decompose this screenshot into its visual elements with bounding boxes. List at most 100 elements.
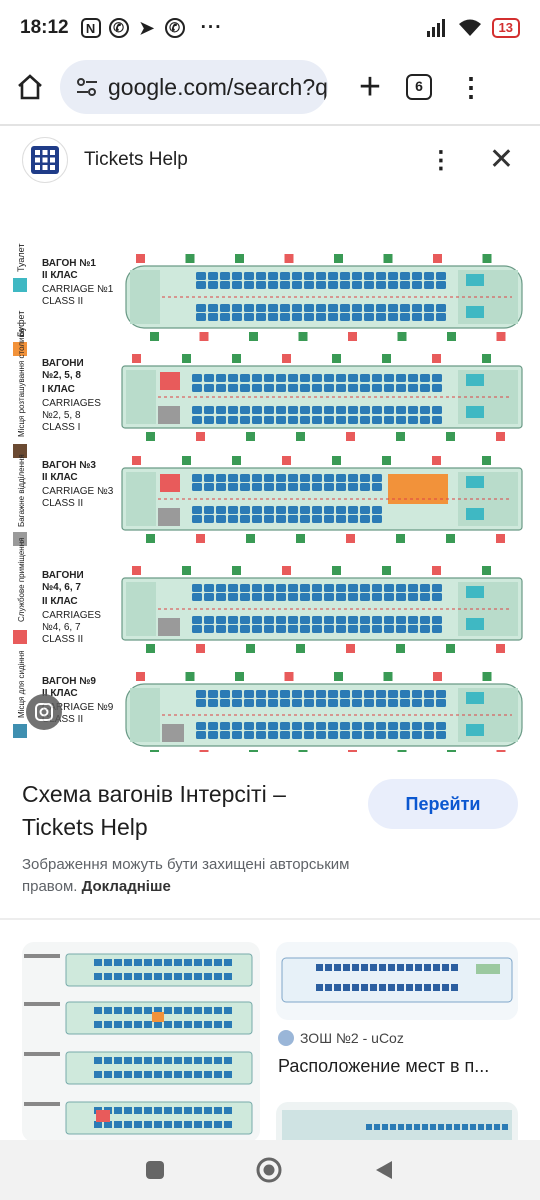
- sign-icon: [284, 672, 294, 681]
- thumb-seat: [370, 964, 377, 971]
- sign-icon: [332, 566, 341, 575]
- seat: [292, 699, 302, 707]
- more-options-button[interactable]: ⋮: [428, 146, 453, 174]
- thumb-seat: [370, 984, 377, 991]
- result-title[interactable]: Схема вагонів Інтерсіті – Tickets Help: [22, 781, 286, 840]
- seat: [340, 690, 350, 698]
- seat: [316, 690, 326, 698]
- thumb-seat: [415, 964, 422, 971]
- seat: [364, 690, 374, 698]
- seat: [300, 584, 310, 592]
- new-tab-button[interactable]: +: [358, 66, 382, 108]
- thumb-seat: [114, 973, 122, 980]
- thumb-seat: [462, 1124, 468, 1130]
- thumb-seat: [406, 964, 413, 971]
- seat: [328, 304, 338, 312]
- sign-icon: [496, 750, 506, 752]
- seat: [276, 515, 286, 523]
- site-name[interactable]: Tickets Help: [84, 149, 188, 170]
- seat: [264, 474, 274, 482]
- thumb-label: [24, 1102, 60, 1106]
- seat: [316, 281, 326, 289]
- seat: [264, 616, 274, 624]
- luggage-room: [158, 618, 180, 636]
- home-nav-button[interactable]: [255, 1156, 283, 1184]
- legend-luggage-label: Багажне відділення: [17, 454, 26, 527]
- seat: [388, 722, 398, 730]
- seat: [240, 374, 250, 382]
- tab-switcher-button[interactable]: 6: [406, 74, 432, 100]
- seat: [412, 722, 422, 730]
- home-button[interactable]: [0, 58, 60, 116]
- seat: [340, 272, 350, 280]
- seat: [424, 699, 434, 707]
- seat: [408, 616, 418, 624]
- thumb-seat: [224, 973, 232, 980]
- thumb-seat: [433, 984, 440, 991]
- seat: [360, 515, 370, 523]
- learn-more-link[interactable]: Докладніше: [81, 878, 171, 895]
- thumb-seat: [334, 964, 341, 971]
- seat: [256, 272, 266, 280]
- sign-icon: [246, 644, 255, 653]
- recents-button[interactable]: [144, 1159, 166, 1181]
- seat: [244, 313, 254, 321]
- related-image-1[interactable]: [22, 942, 260, 1142]
- seat: [388, 731, 398, 739]
- seat: [304, 699, 314, 707]
- site-logo[interactable]: [22, 137, 68, 183]
- thumb-seat: [502, 1124, 508, 1130]
- thumb-seat: [343, 964, 350, 971]
- seat: [352, 690, 362, 698]
- seat: [276, 593, 286, 601]
- seat: [216, 483, 226, 491]
- wagon-scheme-image[interactable]: Туалет Буфет Місця розташування столиків…: [0, 222, 540, 752]
- seat: [364, 731, 374, 739]
- toilet-area: [466, 724, 484, 736]
- visit-button[interactable]: Перейти: [368, 779, 518, 829]
- luggage-room: [162, 724, 184, 742]
- seat: [304, 281, 314, 289]
- seat: [204, 515, 214, 523]
- related-title[interactable]: Расположение мест в п...: [278, 1056, 490, 1076]
- related-image-3[interactable]: [276, 1102, 518, 1142]
- source-favicon-icon: [278, 1030, 294, 1046]
- sign-icon: [348, 750, 357, 752]
- browser-menu-button[interactable]: ⋮: [458, 72, 484, 102]
- thumb-seat: [134, 1121, 142, 1128]
- seat: [232, 313, 242, 321]
- seat: [396, 625, 406, 633]
- sign-icon: [249, 750, 258, 752]
- thumb-seat: [343, 984, 350, 991]
- thumb-seat: [144, 1021, 152, 1028]
- thumb-seat: [433, 964, 440, 971]
- seat: [372, 584, 382, 592]
- seat: [432, 625, 442, 633]
- seat: [264, 625, 274, 633]
- system-nav-bar: [0, 1140, 540, 1200]
- sign-icon: [235, 254, 244, 263]
- thumb-wagon: [282, 1110, 512, 1142]
- seat: [352, 699, 362, 707]
- address-bar[interactable]: google.com/search?q: [60, 60, 328, 114]
- google-lens-button[interactable]: [26, 694, 62, 730]
- thumb-seat: [104, 1007, 112, 1014]
- thumb-seat: [451, 984, 458, 991]
- seat: [240, 584, 250, 592]
- seat: [424, 281, 434, 289]
- seat: [192, 374, 202, 382]
- thumb-seat: [224, 1071, 232, 1078]
- seat: [336, 616, 346, 624]
- seat: [292, 313, 302, 321]
- thumb-seat: [124, 973, 132, 980]
- sign-icon: [447, 750, 456, 752]
- luggage-room: [158, 508, 180, 526]
- close-button[interactable]: ✕: [488, 143, 514, 176]
- sign-icon: [235, 672, 244, 681]
- back-button[interactable]: [372, 1158, 396, 1182]
- seat: [424, 304, 434, 312]
- related-source[interactable]: ЗОШ №2 - uCoz: [278, 1030, 404, 1046]
- related-image-2[interactable]: [276, 942, 518, 1020]
- seat: [348, 506, 358, 514]
